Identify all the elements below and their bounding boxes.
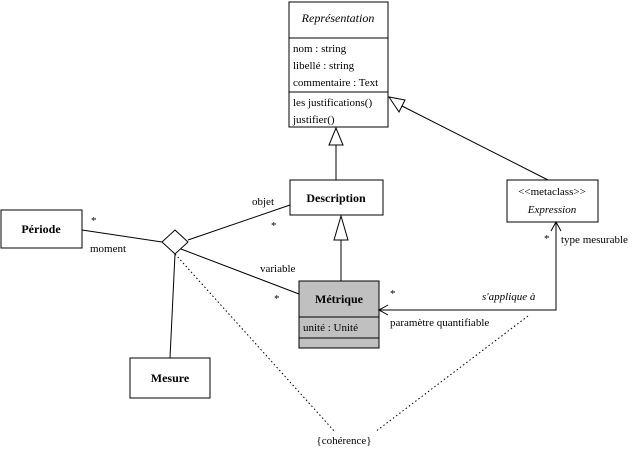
nary-association	[81, 204, 300, 359]
label-moment: moment	[90, 243, 126, 255]
label-variable: variable	[260, 263, 296, 275]
class-mesure-name: Mesure	[151, 371, 190, 385]
generalization-expression-representation	[387, 96, 549, 181]
class-expression-stereotype: <<metaclass>>	[518, 186, 586, 198]
class-metrique-attr-unite: unité : Unité	[303, 322, 358, 334]
association-metrique-expression	[377, 220, 562, 316]
class-description-name: Description	[306, 191, 366, 205]
class-representation-op-justifier: justifier()	[292, 114, 335, 126]
label-type-mesurable: type mesurable	[561, 234, 628, 246]
label-variable-multiplicity: *	[274, 293, 280, 305]
class-metrique-name: Métrique	[315, 292, 364, 306]
label-s-applique: s'applique à	[482, 291, 536, 303]
arrow-head-icon	[550, 220, 562, 232]
label-objet-multiplicity: *	[271, 220, 277, 232]
generalization-metrique-description	[333, 214, 349, 281]
label-coherence-constraint: {cohérence}	[316, 435, 371, 447]
class-metrique-body	[298, 280, 380, 349]
class-representation-op-justifications: les justifications()	[293, 97, 372, 109]
class-periode[interactable]: Période	[0, 209, 83, 249]
label-expression-multiplicity: *	[544, 233, 550, 245]
class-description[interactable]: Description	[289, 179, 384, 216]
label-parametre-quantifiable: paramètre quantifiable	[390, 317, 489, 329]
class-representation-name: Représentation	[301, 11, 375, 25]
label-objet: objet	[252, 196, 274, 208]
class-expression-name: Expression	[527, 204, 577, 216]
class-representation-attr-commentaire: commentaire : Text	[293, 77, 378, 89]
label-metrique-multiplicity: *	[390, 288, 396, 300]
generalization-description-representation	[328, 126, 344, 180]
constraint-coherence-lines	[174, 253, 529, 433]
class-representation[interactable]: Représentation nom : string libellé : st…	[288, 1, 389, 128]
class-mesure[interactable]: Mesure	[129, 357, 211, 399]
label-periode-multiplicity: *	[91, 215, 97, 227]
class-representation-attr-nom: nom : string	[293, 43, 347, 55]
inheritance-triangle-icon	[387, 96, 406, 113]
class-metrique[interactable]: Métrique unité : Unité	[298, 280, 380, 349]
class-expression[interactable]: <<metaclass>> Expression	[506, 179, 599, 223]
inheritance-triangle-icon	[333, 214, 349, 241]
class-periode-name: Période	[21, 222, 61, 236]
class-representation-attr-libelle: libellé : string	[293, 60, 355, 72]
inheritance-triangle-icon	[328, 126, 344, 146]
arrow-head-icon	[377, 304, 389, 316]
